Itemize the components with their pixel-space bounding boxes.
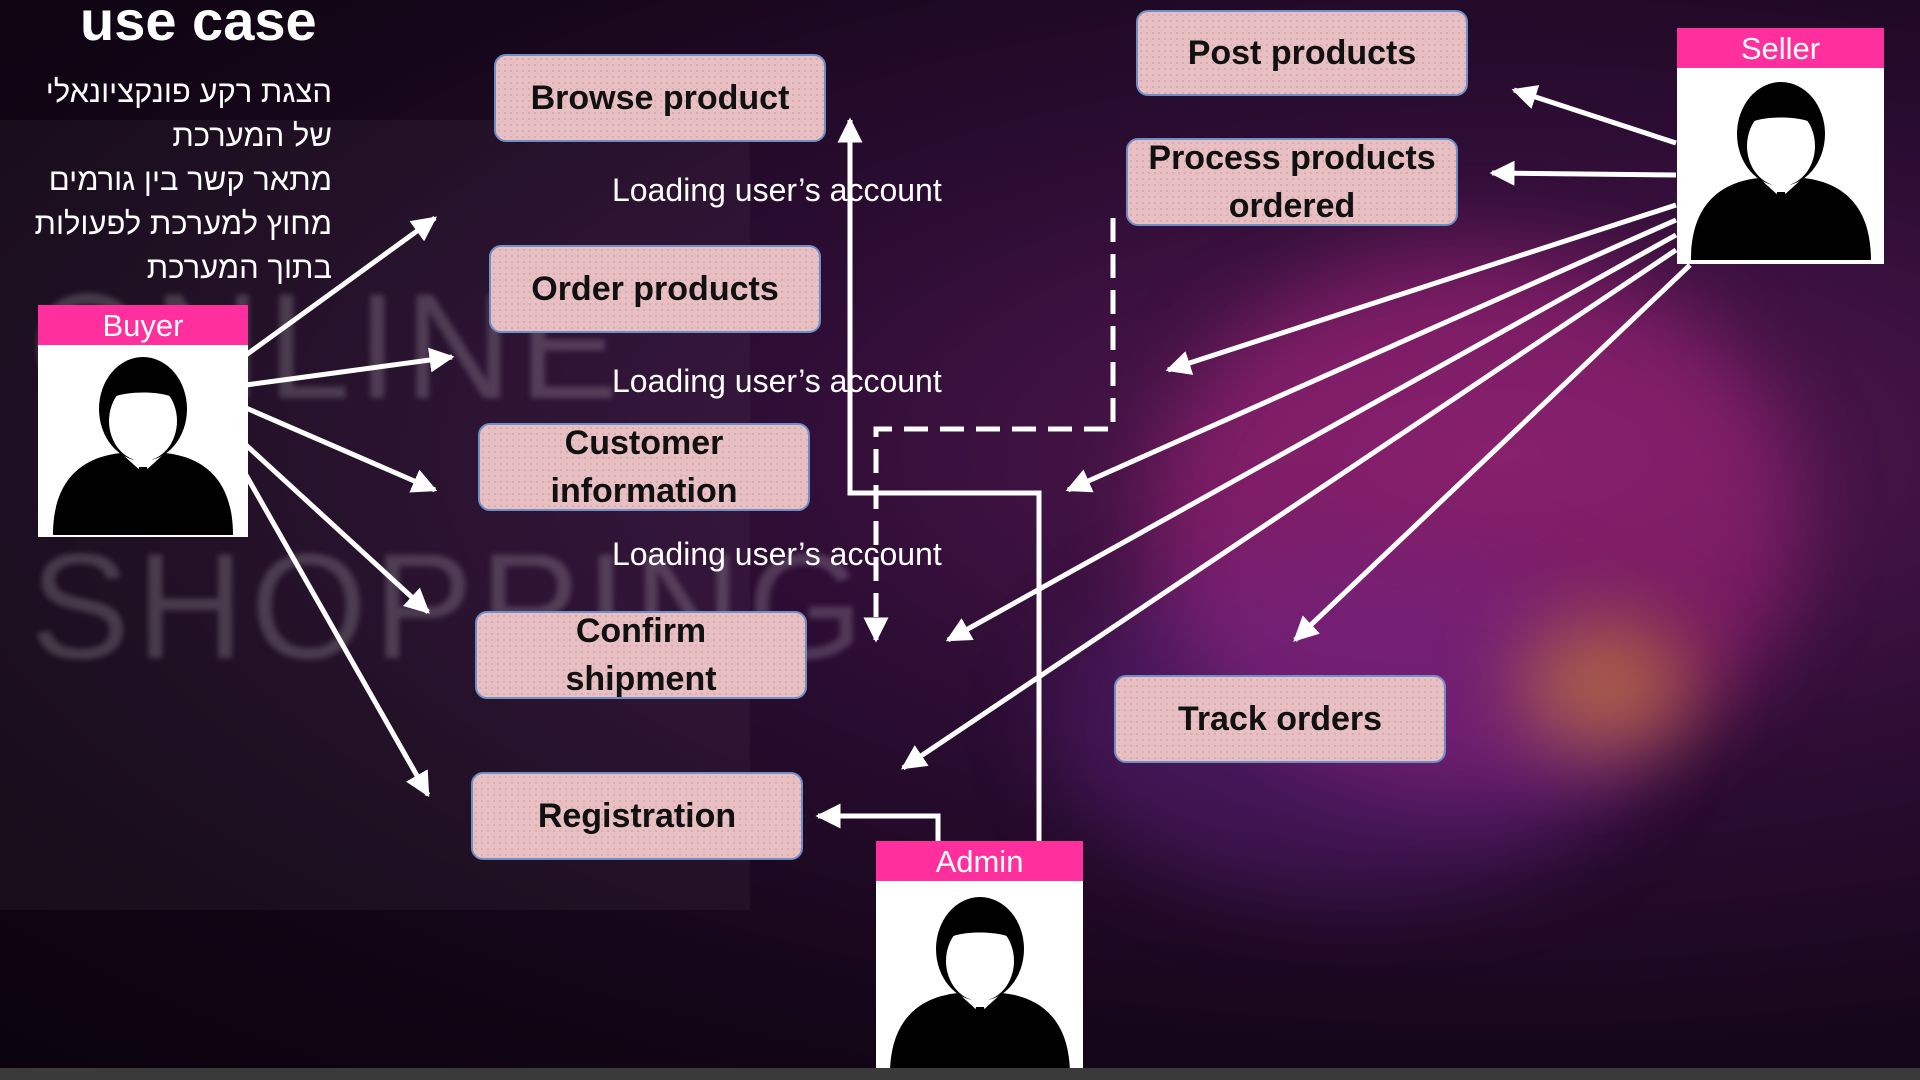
person-icon (53, 357, 233, 535)
association-buyer-registration (243, 473, 431, 798)
description-text: הצגת רקע פונקציונאלי של המערכת מתאר קשר … (0, 70, 332, 290)
association-seller-post (1511, 85, 1677, 146)
slide-title: use case (80, 0, 317, 52)
background-coins (1520, 620, 1690, 750)
association-buyer-confirm (244, 443, 430, 614)
actor-buyer-label: Buyer (38, 305, 248, 345)
dashed-include-connector (863, 218, 1116, 643)
usecase-browse-product[interactable]: Browse product (494, 54, 826, 142)
usecase-confirm-shipment[interactable]: Confirm shipment (475, 611, 807, 699)
usecase-order-products[interactable]: Order products (489, 245, 821, 333)
description-line: בתוך המערכת (146, 250, 332, 285)
loading-label: Loading user’s account (612, 536, 942, 572)
description-line: של המערכת (172, 118, 332, 153)
actor-buyer[interactable]: Buyer (38, 305, 248, 537)
usecase-registration[interactable]: Registration (471, 772, 803, 860)
association-seller-customer-info (1065, 217, 1678, 493)
description-line: מתאר קשר בין גורמים (48, 162, 332, 197)
association-seller-registration (900, 247, 1678, 771)
association-buyer-browse (244, 215, 438, 358)
usecase-process-products-ordered[interactable]: Process products ordered (1126, 138, 1458, 226)
admin-to-registration-connector (815, 803, 941, 843)
description-line: הצגת רקע פונקציונאלי (45, 74, 332, 109)
actor-admin-label: Admin (876, 841, 1083, 881)
association-buyer-order (245, 347, 455, 388)
association-buyer-customer-info (245, 405, 438, 493)
bottom-bar (0, 1068, 1920, 1080)
actor-seller[interactable]: Seller (1677, 28, 1884, 264)
person-icon (1691, 82, 1871, 260)
admin-to-browse-connector (837, 117, 1042, 843)
usecase-customer-information[interactable]: Customer information (478, 423, 810, 511)
actor-admin[interactable]: Admin (876, 841, 1083, 1080)
association-seller-order (1165, 202, 1677, 375)
usecase-post-products[interactable]: Post products (1136, 10, 1468, 96)
usecase-track-orders[interactable]: Track orders (1114, 675, 1446, 763)
association-seller-confirm (945, 232, 1678, 643)
loading-label: Loading user’s account (612, 363, 942, 399)
loading-label: Loading user’s account (612, 172, 942, 208)
actor-seller-label: Seller (1677, 28, 1884, 68)
person-icon (890, 897, 1070, 1075)
description-line: מחוץ למערכת לפעולות (34, 206, 332, 241)
association-seller-track (1293, 263, 1692, 642)
association-seller-process (1489, 160, 1677, 186)
